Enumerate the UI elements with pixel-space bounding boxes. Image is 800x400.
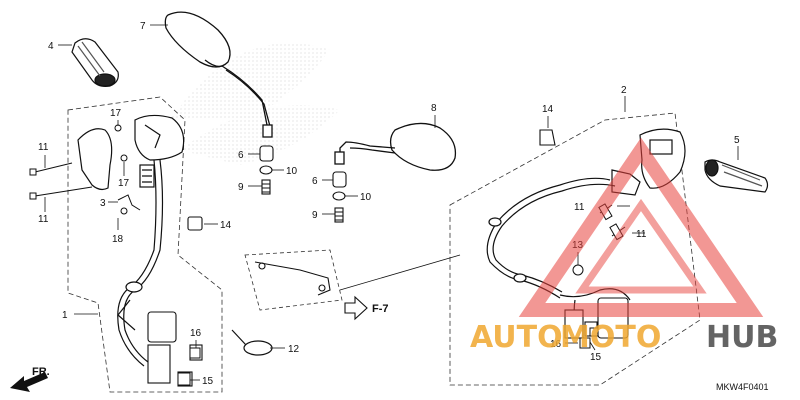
left-clip-part [187, 216, 203, 231]
callout-7: 7 [140, 21, 146, 32]
right-mirror-part [334, 122, 457, 171]
left-assembly-outline [67, 96, 223, 393]
callout-11-right-bottom: 11 [636, 229, 647, 240]
callout-14-left: 14 [220, 220, 232, 231]
callout-8: 8 [431, 103, 437, 114]
left-switch-housing [77, 114, 185, 191]
diagram-code: MKW4F0401 [716, 382, 769, 392]
callout-9-lower: 9 [312, 210, 318, 221]
callout-15-right: 15 [590, 352, 602, 363]
left-wiring-harness [117, 159, 164, 367]
small-fasteners [114, 124, 599, 386]
f7-reference-arrow [339, 254, 461, 321]
callout-12: 12 [288, 344, 300, 355]
right-assembly-outline [449, 112, 701, 386]
callout-16-right: 16 [550, 339, 562, 350]
callout-2: 2 [621, 85, 627, 96]
front-label: FR. [32, 366, 50, 378]
mirror-hardware-upper [259, 145, 274, 195]
background-wing-pattern [170, 43, 340, 165]
screws-part-11 [29, 162, 626, 241]
callout-11-right-top: 11 [574, 202, 585, 213]
band-part [231, 329, 273, 356]
mirror-hardware-lower [332, 171, 347, 223]
callout-14-right: 14 [542, 104, 554, 115]
callout-15-left: 15 [202, 376, 214, 387]
watermark-triangle-outer [518, 137, 764, 317]
small-wire-part [117, 194, 141, 211]
left-mirror-part [164, 11, 273, 138]
watermark: AUTO MOTO HUB [470, 137, 778, 355]
callout-6-lower: 6 [312, 176, 318, 187]
callout-leader-lines [44, 24, 739, 381]
callout-9-upper: 9 [238, 182, 244, 193]
left-grip-part [71, 38, 119, 87]
callout-11-left-bottom: 11 [38, 214, 49, 225]
watermark-triangle-inner [575, 198, 707, 294]
front-direction-arrow [10, 372, 48, 392]
right-clip-part [539, 129, 556, 146]
watermark-text-auto: AUTO [470, 320, 563, 355]
watermark-text-hub: HUB [706, 320, 778, 355]
callout-1: 1 [62, 310, 68, 321]
callout-10-upper: 10 [286, 166, 298, 177]
callout-6-upper: 6 [238, 150, 244, 161]
callout-17-lower: 17 [118, 178, 130, 189]
watermark-text-moto: MOTO [560, 320, 661, 355]
bracket-part [254, 261, 331, 296]
callout-4: 4 [48, 41, 54, 52]
right-grip-part [704, 159, 769, 193]
callout-5: 5 [734, 135, 740, 146]
callout-10-lower: 10 [360, 192, 372, 203]
callout-18: 18 [112, 234, 124, 245]
callout-11-left-top: 11 [38, 142, 49, 153]
callout-16-left: 16 [190, 328, 202, 339]
f7-detail-outline [244, 249, 343, 311]
f7-reference-label: F-7 [372, 303, 389, 315]
callout-3: 3 [100, 198, 106, 209]
callout-17-upper: 17 [110, 108, 122, 119]
